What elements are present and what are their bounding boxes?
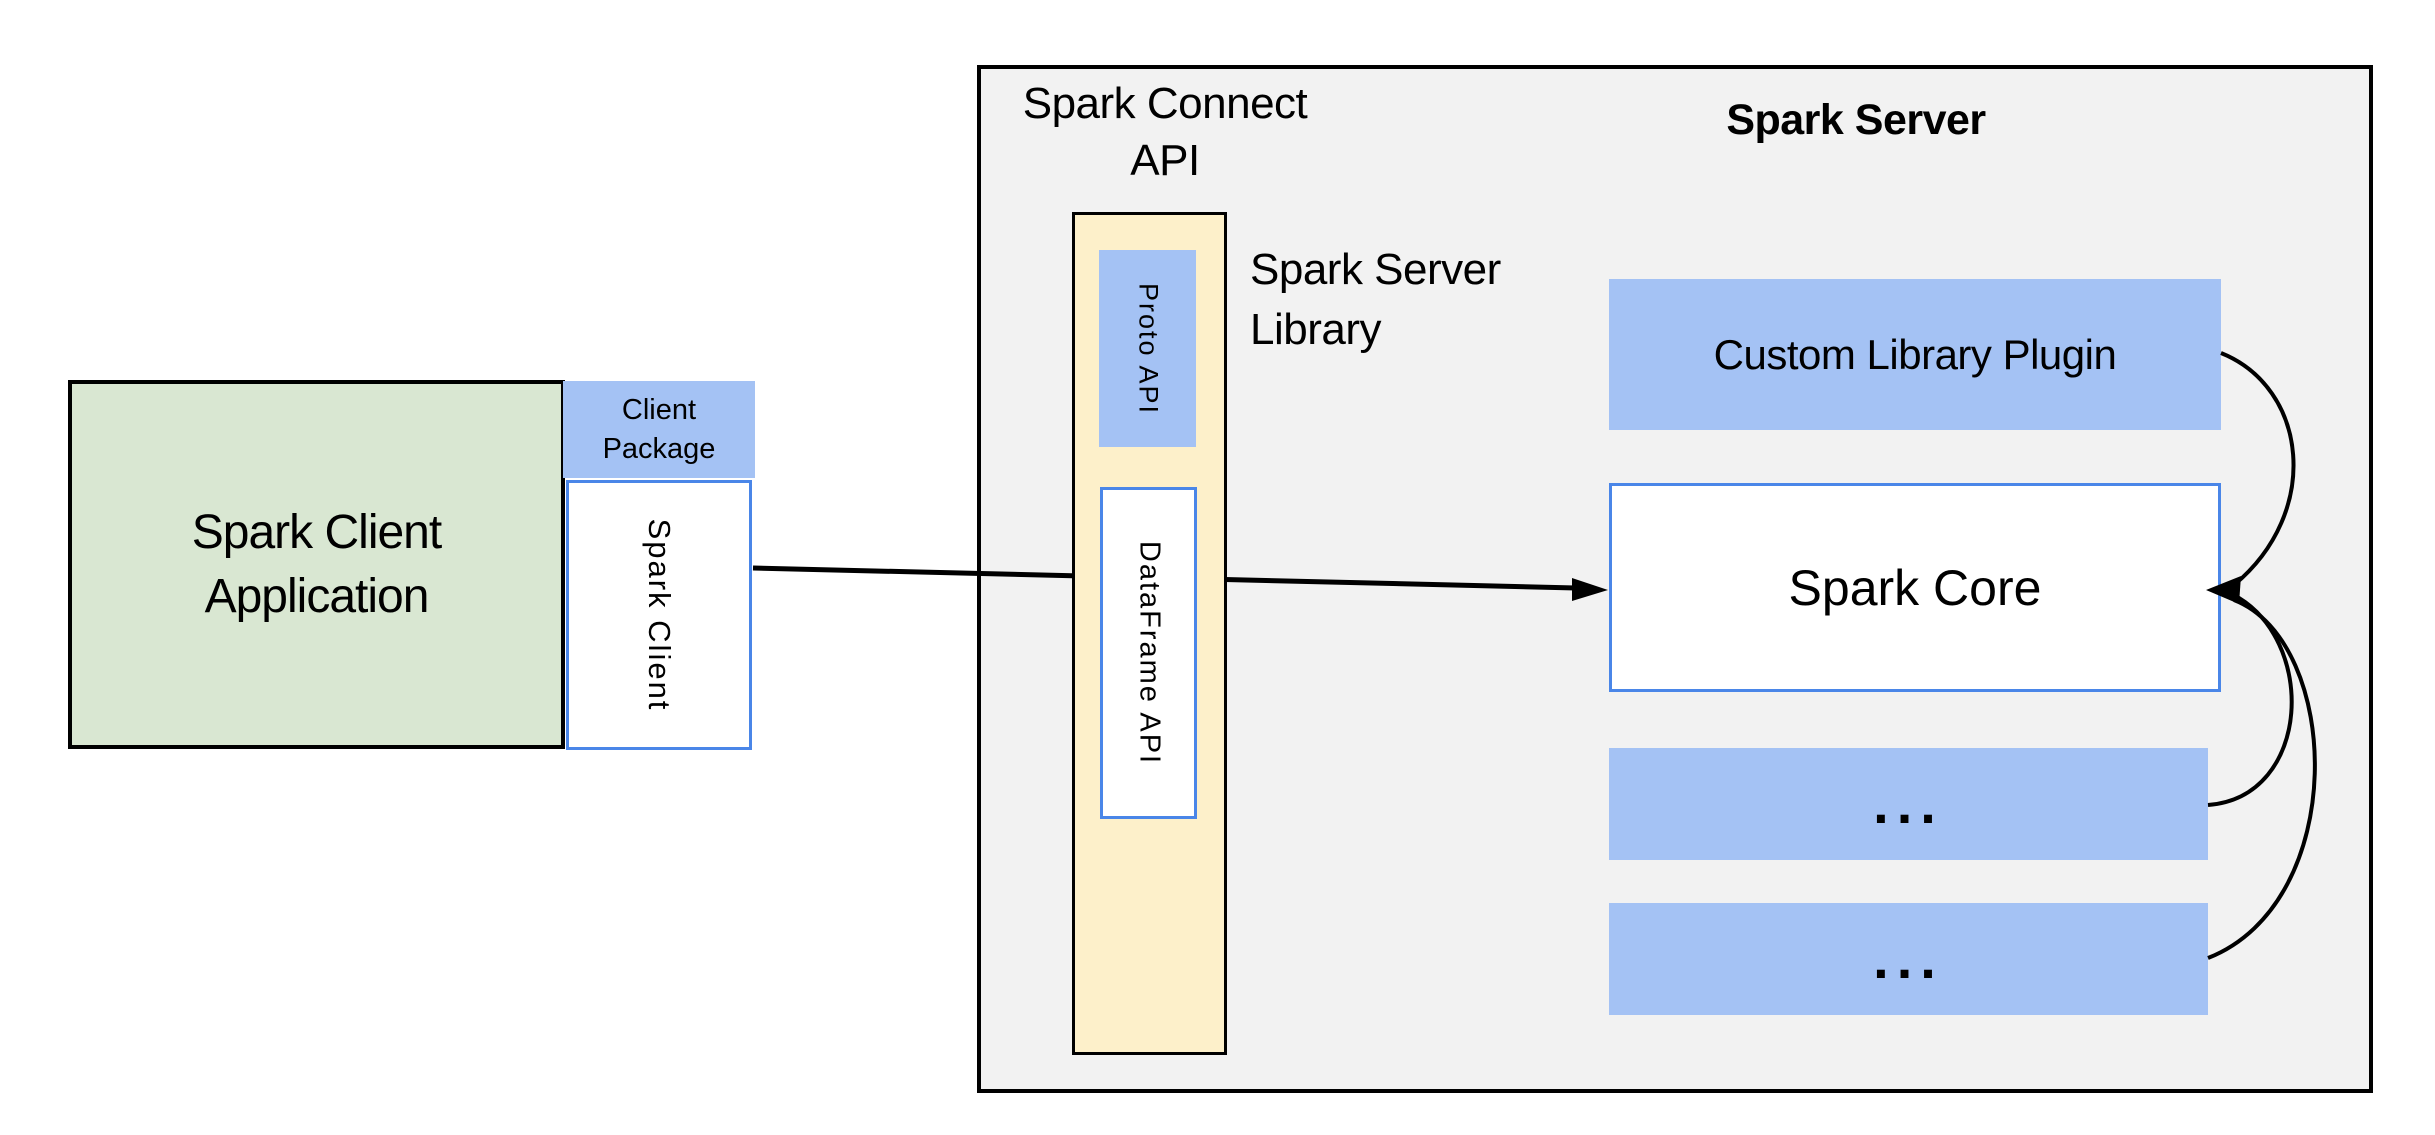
spark-core-box: Spark Core: [1609, 483, 2221, 692]
spark-client-application-box: Spark Client Application: [68, 380, 565, 749]
dataframe-api-label: DataFrame API: [1133, 540, 1165, 766]
placeholder-library-box-2: ...: [1609, 903, 2208, 1015]
spark-connect-api-column: Proto API DataFrame API: [1072, 212, 1227, 1055]
spark-connect-api-label: Spark Connect API: [1022, 79, 1308, 185]
spark-client-label: Spark Client: [642, 518, 677, 712]
proto-api-box: Proto API: [1099, 250, 1196, 447]
spark-client-box: Spark Client: [566, 480, 752, 750]
custom-library-plugin-box: Custom Library Plugin: [1609, 279, 2221, 430]
proto-api-label: Proto API: [1133, 282, 1163, 415]
placeholder-library-box-1: ...: [1609, 748, 2208, 860]
spark-client-application-label: Spark Client Application: [191, 505, 442, 623]
client-package-box: Client Package: [563, 381, 755, 478]
client-package-label: Client Package: [602, 393, 716, 465]
dataframe-api-box: DataFrame API: [1100, 487, 1197, 819]
spark-server-library-label: Spark Server Library: [1250, 245, 1501, 354]
spark-server-title: Spark Server: [1726, 96, 1986, 144]
